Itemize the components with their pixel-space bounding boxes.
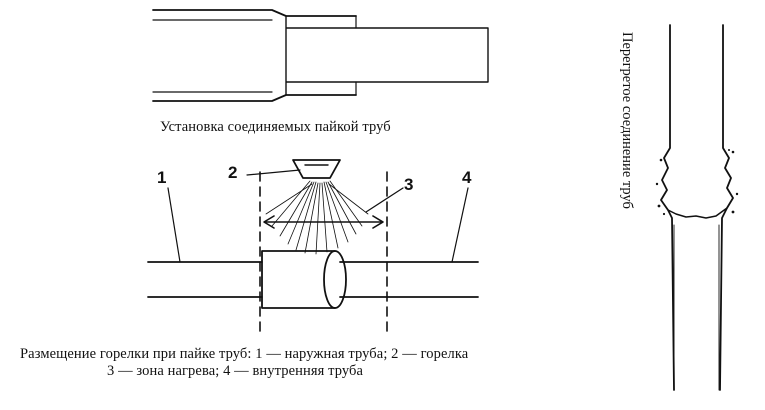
solder-droplets: [655, 149, 739, 216]
overheated-pipe-left-wall: [660, 24, 675, 391]
label-4: 4: [462, 168, 472, 187]
outer-pipe-left: [147, 261, 263, 298]
flame-spray: [265, 180, 369, 255]
caption-overheated-joint: Перегретое соединение труб: [619, 32, 635, 209]
caption-pipe-installation: Установка соединяемых пайкой труб: [160, 119, 391, 135]
overheated-joint: [660, 24, 734, 391]
caption-burner-placement-line2: 3 — зона нагрева; 4 — внутренняя труба: [107, 363, 364, 379]
label-2: 2: [228, 163, 238, 182]
inner-pipe-end: [323, 250, 347, 309]
burner: [292, 159, 341, 179]
inner-pipe-right: [339, 261, 479, 298]
top-inner-pipe: [285, 15, 489, 96]
top-pipe-assembly: [152, 9, 489, 102]
label-3: 3: [404, 175, 414, 194]
bottom-pipe-assembly: [147, 250, 479, 309]
leader-lines: [167, 169, 469, 263]
overheated-joint-seam: [667, 207, 728, 219]
caption-burner-placement-line1: Размещение горелки при пайке труб: 1 — н…: [20, 346, 469, 362]
top-outer-pipe-ends: [152, 15, 357, 96]
overheated-pipe-right-wall: [719, 24, 734, 391]
top-outer-pipe: [152, 9, 357, 102]
label-1: 1: [157, 168, 167, 187]
heating-zone-arrow: [263, 215, 384, 229]
heating-zone-lines: [259, 171, 388, 333]
inner-pipe-sleeve: [261, 250, 336, 309]
